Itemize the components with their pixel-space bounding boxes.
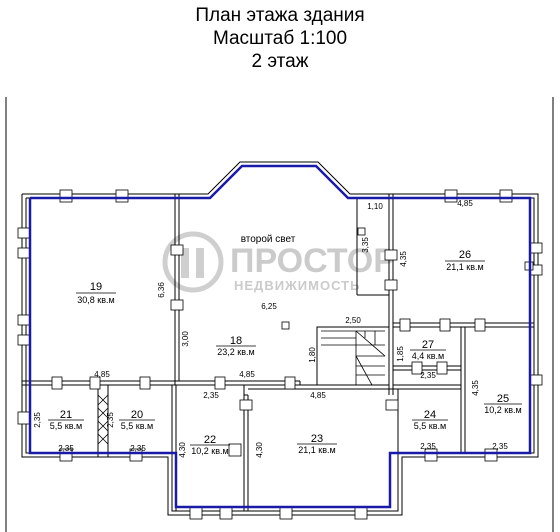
staircase bbox=[321, 330, 386, 386]
dim-label: 1,10 bbox=[367, 202, 383, 211]
room-21-number: 21 bbox=[60, 409, 72, 421]
plan-floor: 2 этаж bbox=[251, 51, 309, 72]
room-24-number: 24 bbox=[424, 409, 436, 421]
dim-label: 2,35 bbox=[492, 442, 508, 451]
watermark-logo-ring bbox=[162, 231, 224, 293]
dim-label: 6,36 bbox=[157, 282, 166, 298]
dim-label: 4,35 bbox=[399, 251, 408, 267]
watermark-logo-bar bbox=[181, 248, 189, 278]
plan-title: План этажа здания bbox=[195, 5, 365, 26]
living-area-outline bbox=[28, 164, 532, 509]
room-22-area: 10,2 кв.м bbox=[191, 446, 228, 456]
dim-label: 2,35 bbox=[420, 442, 436, 451]
room-23-area: 21,1 кв.м bbox=[298, 445, 335, 455]
dim-label: 4,85 bbox=[310, 391, 326, 400]
dim-label: 4,85 bbox=[457, 199, 473, 208]
dimension-labels: 4,85 1,10 3,35 4,35 6,36 6,25 2,50 3,00 … bbox=[33, 199, 508, 458]
column-hatch bbox=[97, 394, 109, 445]
watermark-text-sub: НЕДВИЖИМОСТЬ bbox=[234, 278, 360, 293]
room-19-number: 19 bbox=[90, 281, 102, 293]
room-18-area: 23,2 кв.м bbox=[217, 347, 254, 357]
dim-label: 2,35 bbox=[420, 371, 436, 380]
room-25-area: 10,2 кв.м bbox=[484, 405, 521, 415]
dim-label: 4,85 bbox=[94, 370, 110, 379]
outer-walls bbox=[5, 97, 554, 532]
room-20-number: 20 bbox=[131, 409, 143, 421]
dim-label: 3,35 bbox=[361, 237, 370, 253]
dim-label: 2,35 bbox=[106, 412, 115, 428]
dim-label: 3,00 bbox=[181, 331, 190, 347]
dim-label: 2,35 bbox=[33, 412, 42, 428]
dim-label: 1,85 bbox=[396, 346, 405, 362]
room-18-number: 18 bbox=[230, 335, 242, 347]
room-25-number: 25 bbox=[497, 393, 509, 405]
second-light-label: второй свет bbox=[241, 234, 296, 245]
dim-label: 2,35 bbox=[130, 444, 146, 453]
dim-label: 4,35 bbox=[471, 380, 480, 396]
room-26-number: 26 bbox=[459, 249, 471, 261]
room-24-area: 5,5 кв.м bbox=[414, 421, 446, 431]
watermark-text-main: ПРОСТОР bbox=[230, 242, 396, 280]
room-21-area: 5,5 кв.м bbox=[50, 421, 82, 431]
dim-label: 4,85 bbox=[239, 370, 255, 379]
room-20-area: 5,5 кв.м bbox=[121, 421, 153, 431]
room-26-area: 21,1 кв.м bbox=[446, 262, 483, 272]
room-labels: 19 30,8 кв.м 18 23,2 кв.м 26 21,1 кв.м 2… bbox=[48, 234, 522, 456]
dim-label: 4,30 bbox=[255, 442, 264, 458]
dim-label: 2,35 bbox=[58, 444, 74, 453]
dim-label: 2,35 bbox=[203, 391, 219, 400]
inner-walls bbox=[22, 194, 534, 511]
dim-label: 6,25 bbox=[261, 302, 277, 311]
dim-label: 2,50 bbox=[345, 316, 361, 325]
windows bbox=[17, 189, 543, 520]
plan-scale: Масштаб 1:100 bbox=[212, 28, 348, 49]
room-19-area: 30,8 кв.м bbox=[77, 295, 114, 305]
room-22-number: 22 bbox=[204, 434, 216, 446]
room-27-number: 27 bbox=[422, 339, 434, 351]
room-23-number: 23 bbox=[311, 433, 323, 445]
dim-label: 1,80 bbox=[308, 347, 317, 363]
room-27-area: 4,4 кв.м bbox=[412, 351, 444, 361]
dim-label: 4,30 bbox=[178, 442, 187, 458]
watermark: ПРОСТОР НЕДВИЖИМОСТЬ bbox=[162, 231, 396, 293]
watermark-logo-bar bbox=[196, 248, 204, 278]
